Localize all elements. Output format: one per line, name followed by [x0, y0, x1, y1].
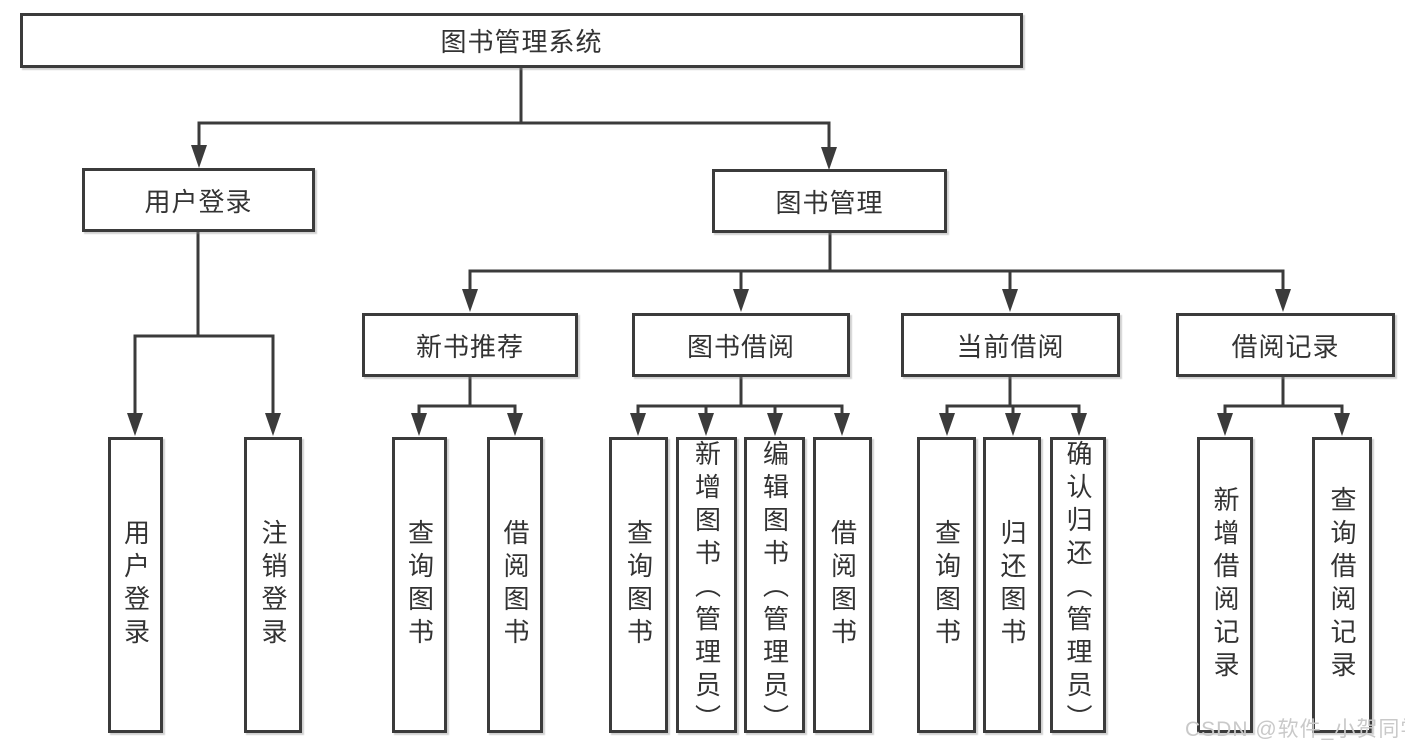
arrowhead	[1334, 413, 1350, 436]
arrowhead	[1275, 289, 1291, 312]
node-user-login: 用户登录	[82, 168, 315, 232]
leaf-query-books-current: 查询图书	[917, 437, 976, 733]
leaf-label: 注销登录	[258, 519, 288, 651]
arrowhead	[733, 289, 749, 312]
arrowhead	[507, 413, 523, 436]
leaf-user-login: 用户登录	[108, 437, 163, 733]
leaf-label: 确认归还（管理员）	[1063, 440, 1093, 737]
leaf-label: 归还图书	[997, 519, 1027, 651]
arrowhead	[834, 413, 850, 436]
arrowhead	[411, 413, 427, 436]
node-book-borrow: 图书借阅	[632, 313, 850, 377]
arrowhead	[1005, 413, 1021, 436]
leaf-edit-book-admin: 编辑图书（管理员）	[744, 437, 805, 737]
leaf-label: 查询图书	[404, 519, 435, 651]
node-book-management: 图书管理	[712, 169, 947, 233]
leaf-label: 新增借阅记录	[1210, 486, 1240, 684]
leaf-logout: 注销登录	[244, 437, 302, 733]
connector-borrow-branch	[636, 404, 844, 430]
leaf-confirm-return-admin: 确认归还（管理员）	[1050, 437, 1106, 737]
leaf-query-borrow-record: 查询借阅记录	[1312, 437, 1372, 733]
arrowhead	[698, 413, 714, 436]
arrowhead	[1217, 413, 1233, 436]
leaf-query-books-borrow: 查询图书	[609, 437, 668, 733]
leaf-label: 查询借阅记录	[1327, 486, 1357, 684]
node-new-book-recommend: 新书推荐	[362, 313, 578, 377]
csdn-watermark: CSDN @软件_小贺同学	[1185, 718, 1405, 741]
connector-records-branch	[1223, 404, 1344, 430]
arrowhead	[462, 289, 478, 312]
leaf-return-book: 归还图书	[983, 437, 1041, 733]
leaf-label: 查询图书	[931, 519, 962, 651]
leaf-query-books-recommend: 查询图书	[392, 437, 447, 733]
arrowhead	[630, 413, 646, 436]
arrowhead	[127, 413, 143, 436]
connector-recommend-branch	[417, 404, 517, 430]
leaf-add-book-admin: 新增图书（管理员）	[676, 437, 737, 737]
node-borrow-records: 借阅记录	[1176, 313, 1395, 377]
arrowhead	[1002, 289, 1018, 312]
leaf-borrow-books-recommend: 借阅图书	[487, 437, 543, 733]
node-root: 图书管理系统	[20, 13, 1023, 68]
leaf-add-borrow-record: 新增借阅记录	[1197, 437, 1253, 733]
leaf-label: 查询图书	[623, 519, 654, 651]
arrowhead	[939, 413, 955, 436]
leaf-borrow-books: 借阅图书	[813, 437, 872, 733]
arrowhead	[265, 413, 281, 436]
arrowhead	[821, 147, 837, 170]
connector-user-login-branch	[133, 334, 275, 430]
arrowhead	[767, 413, 783, 436]
node-current-borrow: 当前借阅	[901, 313, 1120, 377]
connector-level2-branch	[197, 121, 831, 162]
arrowhead	[191, 145, 207, 168]
leaf-label: 借阅图书	[827, 519, 858, 651]
arrowhead	[1071, 413, 1087, 436]
leaf-label: 编辑图书（管理员）	[759, 440, 790, 737]
leaf-label: 用户登录	[120, 519, 151, 651]
leaf-label: 新增图书（管理员）	[691, 440, 722, 737]
leaf-label: 借阅图书	[500, 519, 530, 651]
connector-level3-branch	[468, 269, 1285, 305]
